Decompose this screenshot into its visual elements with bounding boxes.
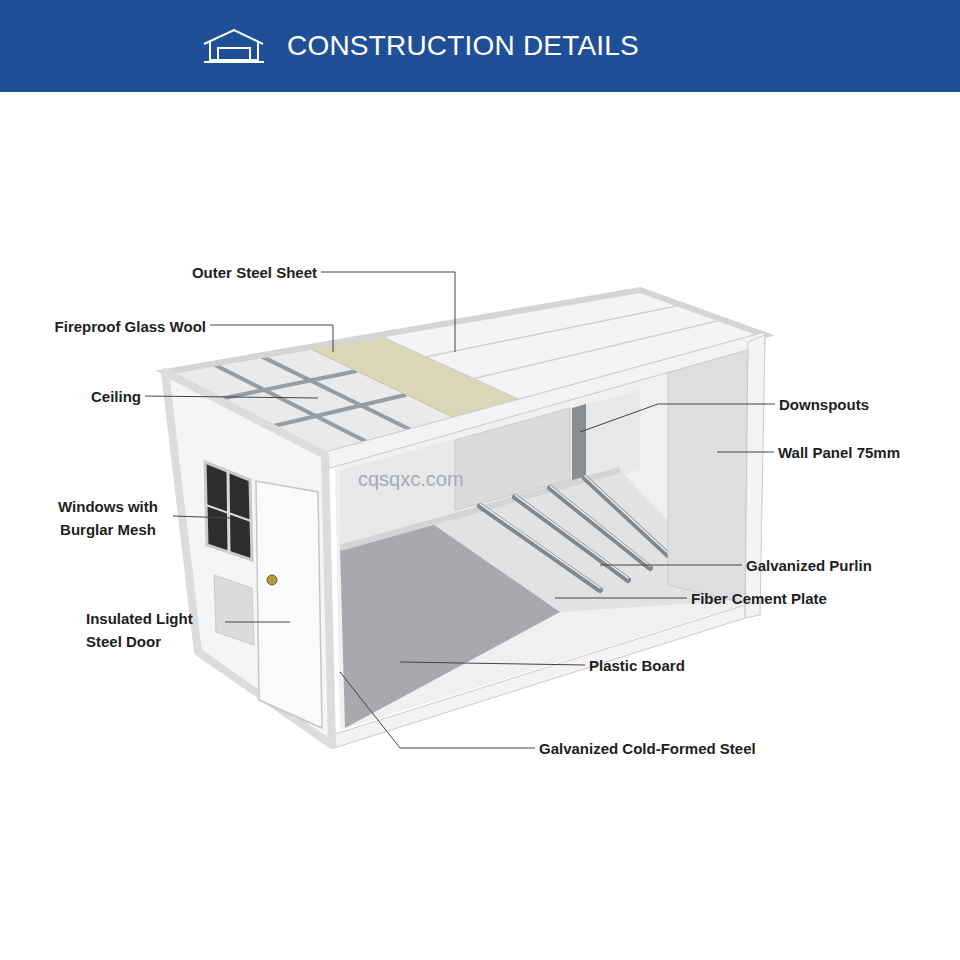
callout-label: Downspouts: [779, 393, 869, 416]
watermark: cqsqxc.com: [358, 468, 464, 491]
plastic-board: [340, 522, 560, 728]
callout-label: Wall Panel 75mm: [778, 441, 900, 464]
callout-label: Windows with Burglar Mesh: [46, 495, 170, 541]
window: [205, 462, 252, 560]
callout-label: Ceiling: [91, 385, 141, 408]
callout-label: Fiber Cement Plate: [691, 587, 827, 610]
end-frame: [165, 372, 332, 745]
callout-label: Galvanized Purlin: [746, 554, 872, 577]
door: [256, 481, 322, 728]
page-title: CONSTRUCTION DETAILS: [287, 30, 639, 62]
house-icon: [204, 30, 264, 62]
sheet-seam: [474, 320, 723, 379]
callout-label: Outer Steel Sheet: [192, 261, 317, 284]
leader-lines: [145, 272, 775, 748]
end-face: [165, 372, 332, 745]
burglar-mesh: [206, 505, 251, 521]
corner-post: [745, 335, 765, 618]
callout-label: Plastic Board: [589, 654, 685, 677]
header-band: [0, 0, 960, 92]
top-beam: [325, 332, 765, 468]
lower-panel: [214, 575, 254, 645]
bottom-beam: [332, 605, 745, 748]
door-handle: [267, 575, 277, 585]
purlins: [480, 476, 668, 590]
downspout: [572, 404, 586, 482]
callout-label: Fireproof Glass Wool: [55, 315, 206, 338]
end-wall-panel: [668, 345, 748, 603]
callout-label: Insulated Light Steel Door: [86, 607, 222, 653]
callout-label: Galvanized Cold-Formed Steel: [539, 737, 756, 760]
sheet-seam: [426, 305, 681, 357]
